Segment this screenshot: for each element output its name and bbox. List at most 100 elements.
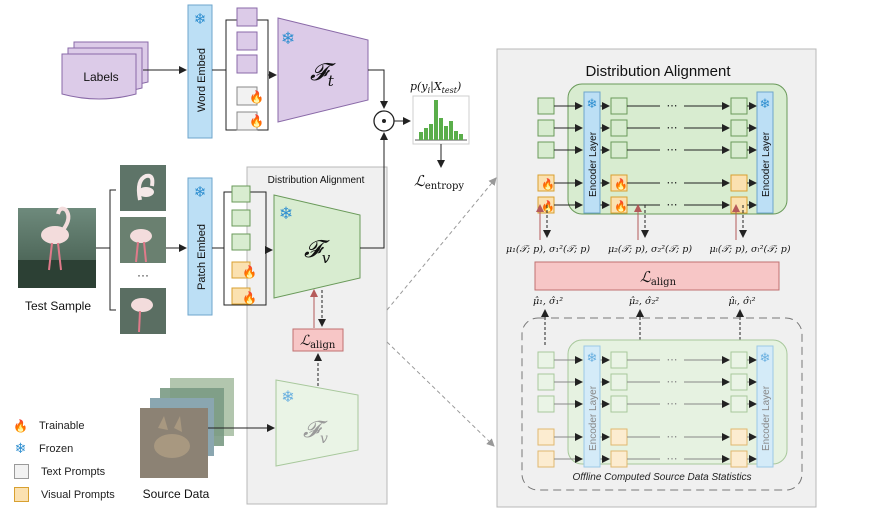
image-token (730, 351, 748, 369)
text-prompt-2 (236, 111, 258, 131)
visual-prompt-token (610, 450, 628, 468)
source-encoder-snow-icon: ❄ (281, 389, 294, 406)
flame-icon: 🔥 (249, 114, 264, 128)
flame-icon: 🔥 (242, 291, 257, 305)
encoder-layer-label: Encoder Layer (588, 385, 599, 451)
image-token (610, 97, 628, 115)
vision-encoder-snow-icon: ❄ (279, 204, 293, 223)
middle-panel-title: Distribution Alignment (268, 175, 365, 186)
patch-embed-snow-icon: ❄ (194, 184, 207, 201)
flame-icon: 🔥 (614, 178, 628, 191)
upper-stat-arrows (536, 204, 747, 240)
encoder-layer-label: Encoder Layer (761, 385, 772, 451)
visual-prompt-token (730, 450, 748, 468)
vision-encoder-fv (273, 194, 361, 299)
layers-ellipsis: ⋯ (667, 100, 678, 112)
visual-prompt-2 (231, 287, 251, 305)
stat-hat2: μ̂₂, σ̂₂² (629, 296, 659, 307)
image-token (730, 119, 748, 137)
text-prompt-1 (236, 86, 258, 106)
image-token (610, 119, 628, 137)
legend-text-prompts: Text Prompts (14, 460, 115, 483)
prediction-histogram (412, 95, 470, 145)
legend-frozen-label: Frozen (39, 442, 74, 455)
stat-mu2: μ₂(𝒯; p), σ₂²(𝒯; p) (608, 244, 692, 255)
labels-text: Labels (83, 70, 118, 84)
visual-prompt-token (730, 428, 748, 446)
layers-ellipsis: ⋯ (667, 122, 678, 134)
layers-ellipsis: ⋯ (667, 431, 678, 443)
legend-text-prompts-label: Text Prompts (41, 465, 106, 478)
flame-icon: 🔥 (541, 178, 555, 191)
encoder-layer-block (756, 345, 774, 468)
prob-label: p(yi|Xtest) (410, 80, 461, 95)
visual-prompt-token (537, 428, 555, 446)
image-token (610, 395, 628, 413)
snowflake-icon: ❄ (14, 440, 27, 457)
image-token (610, 141, 628, 159)
align-loss-right-text: ℒalign (640, 268, 677, 288)
encoder-layer-block (756, 91, 774, 214)
source-data-images (140, 378, 234, 478)
image-token (537, 141, 555, 159)
snowflake-icon: ❄ (587, 350, 598, 365)
legend-trainable: 🔥 Trainable (13, 414, 115, 437)
views-ellipsis: ··· (137, 268, 149, 282)
patch-embed-block (187, 177, 213, 316)
encoder-layer-block (583, 91, 601, 214)
word-embed-snow-icon: ❄ (194, 11, 207, 28)
word-embed-block (187, 4, 213, 139)
layers-ellipsis: ⋯ (667, 376, 678, 388)
offline-caption: Offline Computed Source Data Statistics (573, 472, 752, 483)
visual-prompt-token (537, 450, 555, 468)
text-encoder-snow-icon: ❄ (281, 29, 295, 48)
layers-ellipsis: ⋯ (667, 453, 678, 465)
flame-icon: 🔥 (242, 265, 257, 279)
encoder-layer-block (583, 345, 601, 468)
image-token (537, 351, 555, 369)
stat-hat1: μ̂₁, σ̂₁² (533, 296, 563, 307)
labels-stack: Labels (61, 41, 149, 100)
image-token (537, 97, 555, 115)
source-data-label: Source Data (143, 487, 210, 501)
snowflake-icon: ❄ (760, 350, 771, 365)
lower-encoder-stack (567, 339, 788, 465)
right-panel-title: Distribution Alignment (585, 63, 731, 80)
encoder-layer-label: Encoder Layer (761, 131, 772, 197)
image-token (730, 373, 748, 391)
image-token (537, 395, 555, 413)
layers-ellipsis: ⋯ (667, 398, 678, 410)
legend: 🔥 Trainable ❄ Frozen Text Prompts Visual… (13, 414, 115, 506)
snowflake-icon: ❄ (587, 96, 598, 111)
align-loss-middle (292, 328, 344, 352)
lower-stat-arrows (541, 309, 744, 345)
legend-trainable-label: Trainable (39, 419, 85, 432)
layers-ellipsis: ⋯ (667, 354, 678, 366)
stat-mu1: μ₁(𝒯; p), σ₁²(𝒯; p) (506, 244, 590, 255)
source-vision-encoder (275, 379, 359, 467)
visual-prompt-token (610, 428, 628, 446)
image-token (730, 141, 748, 159)
visual-prompt-token (730, 174, 748, 192)
visual-prompt-swatch (14, 487, 29, 502)
aug-bracket (109, 189, 116, 311)
upper-encoder-stack (567, 83, 788, 215)
snowflake-icon: ❄ (760, 96, 771, 111)
stat-mul: μₗ(𝒯; p), σₗ²(𝒯; p) (709, 244, 790, 255)
visual-prompt-token (730, 196, 748, 214)
image-token (730, 97, 748, 115)
test-sample-label: Test Sample (25, 299, 91, 313)
stat-hatl: μ̂ₗ, σ̂ₗ² (728, 296, 755, 307)
legend-visual-prompts: Visual Prompts (14, 483, 115, 506)
image-token (730, 395, 748, 413)
align-loss-right (534, 261, 780, 291)
augmented-views (120, 165, 166, 334)
text-prompt-swatch (14, 464, 29, 479)
word-embed-label: Word Embed (196, 48, 208, 112)
flame-icon: 🔥 (249, 90, 264, 104)
flame-icon: 🔥 (541, 200, 555, 213)
image-token (537, 119, 555, 137)
patch-embed-label: Patch Embed (196, 224, 208, 290)
layers-ellipsis: ⋯ (667, 177, 678, 189)
